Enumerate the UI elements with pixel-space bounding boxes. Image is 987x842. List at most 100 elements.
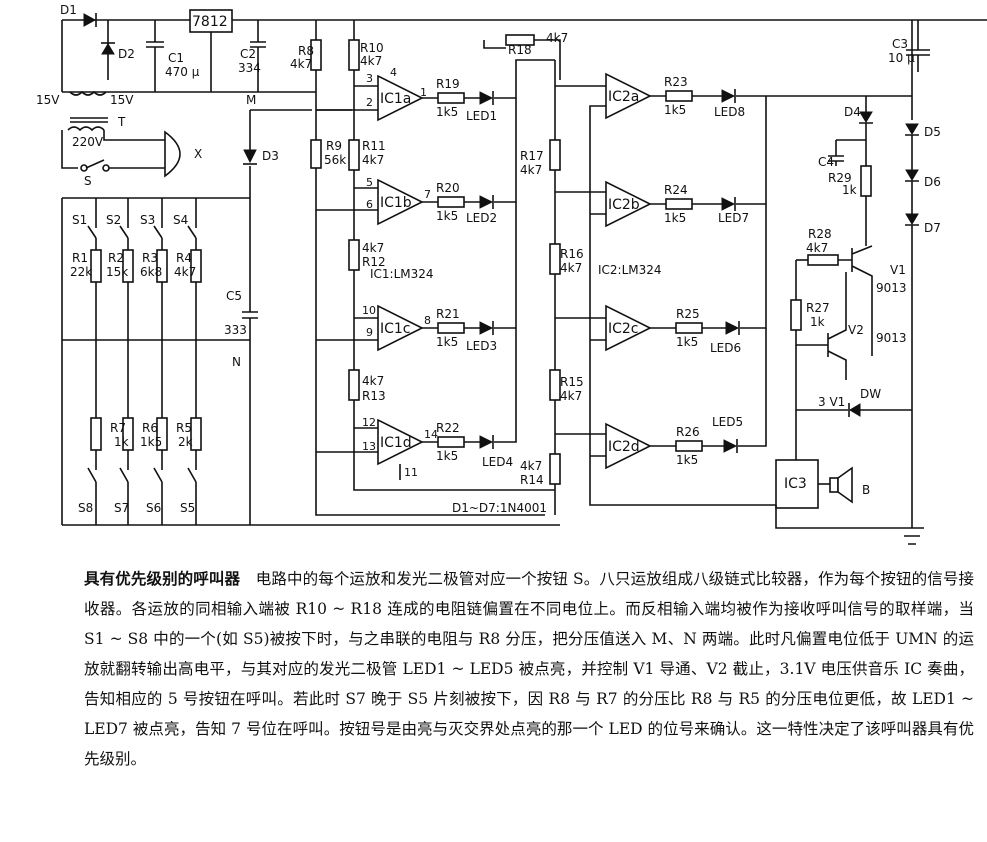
svg-text:10: 10 <box>362 304 376 317</box>
svg-text:9013: 9013 <box>876 331 907 345</box>
svg-text:IC2b: IC2b <box>608 197 640 213</box>
svg-text:IC2:LM324: IC2:LM324 <box>598 263 662 277</box>
svg-text:D1~D7:1N4001: D1~D7:1N4001 <box>452 501 547 515</box>
svg-text:LED6: LED6 <box>710 341 741 355</box>
svg-text:D2: D2 <box>118 47 135 61</box>
power-supply <box>61 9 987 178</box>
svg-text:V1: V1 <box>890 263 906 277</box>
svg-text:4k7: 4k7 <box>546 31 568 45</box>
svg-text:C1: C1 <box>168 51 184 65</box>
svg-text:1k: 1k <box>114 435 129 449</box>
svg-text:R15: R15 <box>560 375 584 389</box>
svg-text:S7: S7 <box>114 501 129 515</box>
svg-text:IC3: IC3 <box>784 476 807 492</box>
svg-text:R10: R10 <box>360 41 384 55</box>
svg-text:220V: 220V <box>72 135 104 149</box>
svg-text:D7: D7 <box>924 221 941 235</box>
speaker-icon <box>829 477 839 493</box>
svg-text:D1: D1 <box>60 3 77 17</box>
svg-text:15V: 15V <box>36 93 60 107</box>
svg-text:R7: R7 <box>110 421 126 435</box>
svg-text:R26: R26 <box>676 425 700 439</box>
svg-text:4k7: 4k7 <box>290 57 312 71</box>
svg-text:IC2a: IC2a <box>608 89 639 105</box>
svg-text:S4: S4 <box>173 213 188 227</box>
svg-text:R23: R23 <box>664 75 688 89</box>
svg-text:1k5: 1k5 <box>436 105 458 119</box>
svg-text:11: 11 <box>404 466 418 479</box>
svg-text:12: 12 <box>362 416 376 429</box>
svg-text:IC2d: IC2d <box>608 439 640 455</box>
svg-text:IC1:LM324: IC1:LM324 <box>370 267 434 281</box>
svg-text:R6: R6 <box>142 421 158 435</box>
svg-text:334: 334 <box>238 61 261 75</box>
svg-text:DW: DW <box>860 387 881 401</box>
svg-text:LED1: LED1 <box>466 109 497 123</box>
svg-text:R14: R14 <box>520 473 544 487</box>
ic2-section <box>483 34 912 515</box>
svg-text:R29: R29 <box>828 171 852 185</box>
svg-text:3: 3 <box>366 72 373 85</box>
d3-diode-icon <box>243 149 257 164</box>
svg-text:IC1b: IC1b <box>380 195 412 211</box>
svg-text:R22: R22 <box>436 421 460 435</box>
caption-title: 具有优先级别的呼叫器 <box>84 570 241 588</box>
svg-text:C4: C4 <box>818 155 834 169</box>
svg-text:R9: R9 <box>326 139 342 153</box>
svg-text:4k7: 4k7 <box>560 389 582 403</box>
svg-text:M: M <box>246 93 256 107</box>
svg-text:15V: 15V <box>110 93 134 107</box>
svg-text:1: 1 <box>420 86 427 99</box>
svg-text:LED2: LED2 <box>466 211 497 225</box>
svg-text:R8: R8 <box>298 44 314 58</box>
svg-text:1k5: 1k5 <box>676 335 698 349</box>
svg-text:T: T <box>117 115 126 129</box>
svg-text:R2: R2 <box>108 251 124 265</box>
svg-text:7: 7 <box>424 188 431 201</box>
svg-text:4k7: 4k7 <box>362 153 384 167</box>
svg-text:LED3: LED3 <box>466 339 497 353</box>
svg-text:R25: R25 <box>676 307 700 321</box>
svg-text:IC2c: IC2c <box>608 321 639 337</box>
svg-text:4k7: 4k7 <box>560 261 582 275</box>
svg-text:2k: 2k <box>178 435 193 449</box>
svg-text:B: B <box>862 483 870 497</box>
svg-text:7812: 7812 <box>192 14 228 30</box>
svg-text:1k5: 1k5 <box>664 103 686 117</box>
svg-text:15k: 15k <box>106 265 128 279</box>
svg-text:4k7: 4k7 <box>174 265 196 279</box>
svg-text:4k7: 4k7 <box>362 374 384 388</box>
svg-text:1k5: 1k5 <box>436 449 458 463</box>
svg-text:R27: R27 <box>806 301 830 315</box>
svg-text:R12: R12 <box>362 255 386 269</box>
svg-text:C2: C2 <box>240 47 256 61</box>
svg-text:R13: R13 <box>362 389 386 403</box>
svg-text:R18: R18 <box>508 43 532 57</box>
svg-text:1k5: 1k5 <box>436 209 458 223</box>
svg-text:S6: S6 <box>146 501 161 515</box>
svg-text:1k5: 1k5 <box>436 335 458 349</box>
svg-text:R24: R24 <box>664 183 688 197</box>
svg-text:470 μ: 470 μ <box>165 65 200 79</box>
component-labels: D1 D2 7812 C1 470 μ C2 334 R8 4k7 R10 4k… <box>36 3 941 515</box>
svg-text:R5: R5 <box>176 421 192 435</box>
ic1-section <box>310 20 555 516</box>
svg-text:D3: D3 <box>262 149 279 163</box>
svg-text:R3: R3 <box>142 251 158 265</box>
svg-text:4k7: 4k7 <box>362 241 384 255</box>
svg-text:2: 2 <box>366 96 373 109</box>
svg-text:1k5: 1k5 <box>664 211 686 225</box>
svg-text:C3: C3 <box>892 37 908 51</box>
svg-text:IC1c: IC1c <box>380 321 411 337</box>
svg-text:R11: R11 <box>362 139 386 153</box>
svg-text:D5: D5 <box>924 125 941 139</box>
svg-text:4k7: 4k7 <box>520 459 542 473</box>
svg-text:S2: S2 <box>106 213 121 227</box>
svg-text:S5: S5 <box>180 501 195 515</box>
svg-text:IC1a: IC1a <box>380 91 411 107</box>
d1-diode-icon <box>83 13 97 27</box>
svg-text:1k5: 1k5 <box>140 435 162 449</box>
svg-text:S1: S1 <box>72 213 87 227</box>
svg-text:14: 14 <box>424 428 438 441</box>
svg-text:6: 6 <box>366 198 373 211</box>
